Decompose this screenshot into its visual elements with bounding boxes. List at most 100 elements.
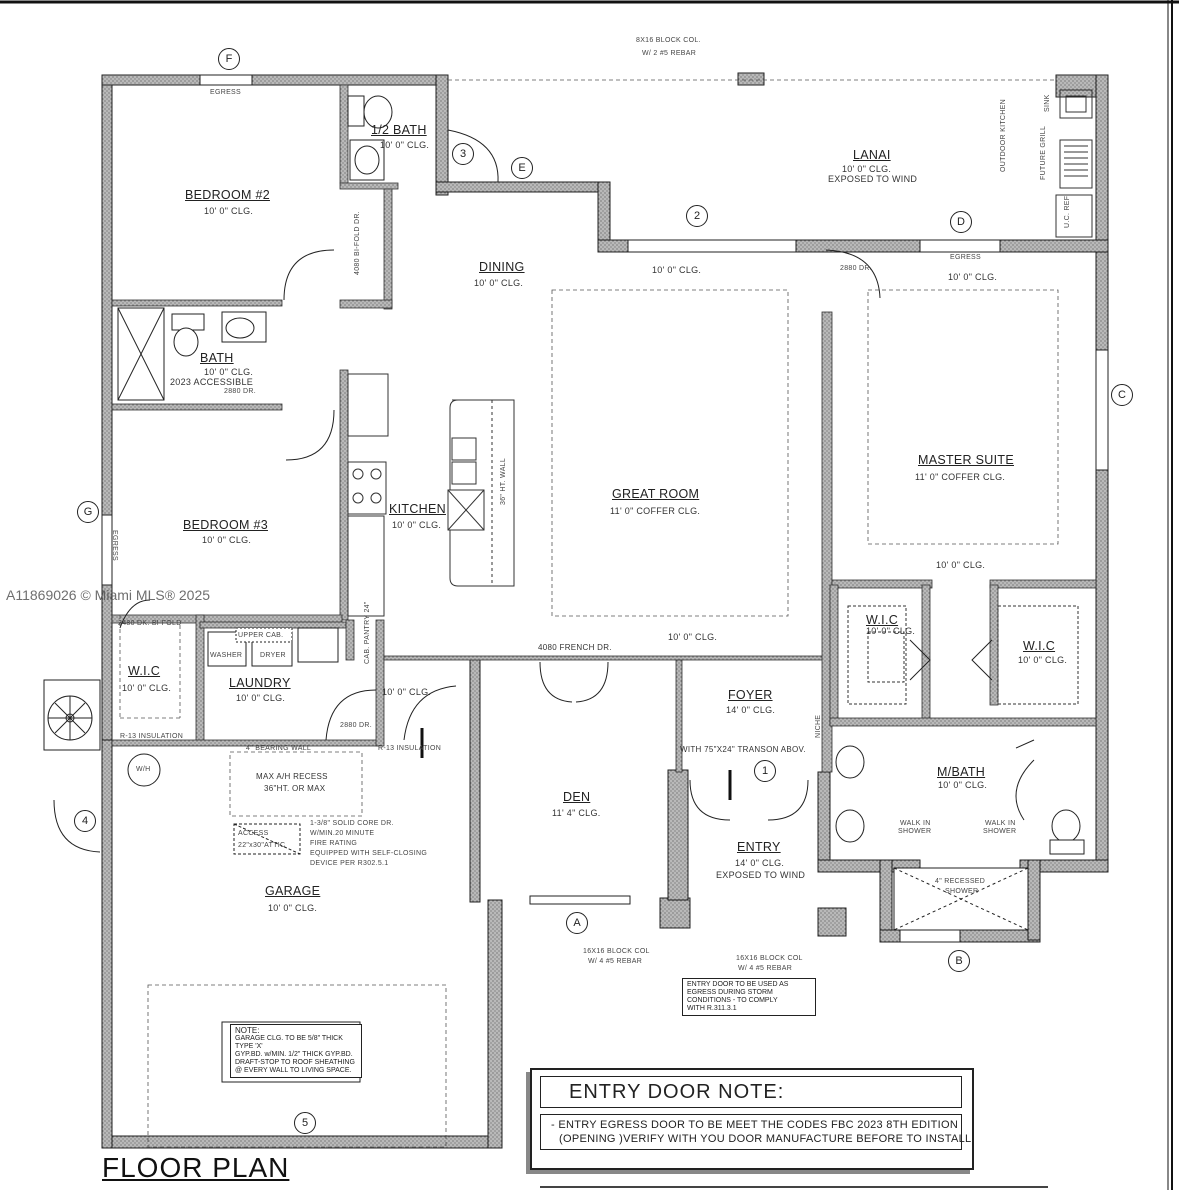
walk-in-shower-2b: SHOWER <box>983 828 1017 835</box>
interior-walls <box>111 84 1097 773</box>
max-ah-label: MAX A/H RECESS <box>256 772 328 781</box>
grid-bubble-g: G <box>77 501 99 523</box>
egress-label-bedroom3: EGRESS <box>111 530 118 561</box>
wall-height-label: 36" HT. WALL <box>500 457 507 505</box>
entry-door-storm-note-line1: ENTRY DOOR TO BE USED AS <box>687 981 789 988</box>
block-col-top-rebar: W/ 2 #5 REBAR <box>642 50 697 57</box>
door-2880-master: 2880 DR. <box>840 265 872 272</box>
title-rule <box>540 1186 1048 1188</box>
washer-label: WASHER <box>210 652 243 659</box>
uc-ref-label: U.C. REF <box>1064 195 1071 228</box>
entry-door-note-panel: ENTRY DOOR NOTE: - ENTRY EGRESS DOOR TO … <box>530 1068 974 1170</box>
block-col-b: 16X16 BLOCK COL <box>736 955 803 962</box>
entry-door-note-line2: (OPENING )VERIFY WITH YOU DOOR MANUFACTU… <box>559 1133 972 1145</box>
dryer-label: DRYER <box>260 652 286 659</box>
room-name-lanai: LANAI <box>853 148 891 162</box>
garage-ceiling-note: NOTE: GARAGE CLG. TO BE 5/8" THICK TYPE … <box>230 1024 362 1078</box>
room-note-entry: EXPOSED TO WIND <box>716 870 806 880</box>
room-name-master-suite: MASTER SUITE <box>918 453 1014 467</box>
room-clg-master-top: 10' 0" CLG. <box>948 272 998 282</box>
door-number-3: 3 <box>452 143 474 165</box>
walk-in-shower-1: WALK IN <box>900 820 931 827</box>
door-number-5: 5 <box>294 1112 316 1134</box>
walk-in-shower-1b: SHOWER <box>898 828 932 835</box>
door-2880-bath: 2880 DR. <box>224 388 256 395</box>
room-clg-dining-2: 10' 0" CLG. <box>652 265 702 275</box>
drawing-title: FLOOR PLAN <box>102 1152 290 1183</box>
room-clg-wic-left: 10' 0" CLG. <box>122 683 172 693</box>
entry-door-storm-note-line4: WITH R.311.3.1 <box>687 1005 737 1012</box>
room-clg-wic-master2: 10' 0" CLG. <box>1018 655 1068 665</box>
water-heater-label: W/H <box>136 766 151 773</box>
room-name-mbath: M/BATH <box>937 765 986 779</box>
entry-door-note-line1: - ENTRY EGRESS DOOR TO BE MEET THE CODES… <box>551 1119 959 1131</box>
fire-door-note-4: EQUIPPED WITH SELF-CLOSING <box>310 850 428 857</box>
fire-door-note-2: W/MIN.20 MINUTE <box>310 830 375 837</box>
block-col-top: 8X16 BLOCK COL. <box>636 37 701 44</box>
attic-access-size: 22"x30"ATTIC <box>238 842 286 849</box>
room-name-bedroom2: BEDROOM #2 <box>185 188 270 202</box>
door-number-2: 2 <box>686 205 708 227</box>
fire-door-note-3: FIRE RATING <box>310 840 358 847</box>
garage-note-line4: @ EVERY WALL TO LIVING SPACE. <box>235 1067 352 1074</box>
door-2480-wic: 2480 DK. BI-FOLD <box>118 620 182 627</box>
room-name-wic-left: W.I.C <box>128 664 161 678</box>
room-name-den: DEN <box>563 790 591 804</box>
upper-cab-label: UPPER CAB. <box>238 632 284 639</box>
fire-door-note-5: DEVICE PER R302.5.1 <box>310 860 389 867</box>
grid-bubble-c: C <box>1111 384 1133 406</box>
room-note-bath: 2023 ACCESSIBLE <box>170 377 254 387</box>
room-clg-master-suite: 11' 0" COFFER CLG. <box>915 472 1006 482</box>
r13-label-2: R-13 INSULATION <box>378 745 442 752</box>
attic-access-label: ACCESS <box>238 830 269 837</box>
grid-bubble-d: D <box>950 211 972 233</box>
room-name-bedroom3: BEDROOM #3 <box>183 518 268 532</box>
room-clg-bedroom3: 10' 0" CLG. <box>202 535 252 545</box>
room-clg-laundry: 10' 0" CLG. <box>236 693 286 703</box>
room-name-bath: BATH <box>200 351 234 365</box>
bearing-wall-label: 4" BEARING WALL <box>246 745 312 752</box>
entry-door-storm-note: ENTRY DOOR TO BE USED AS EGRESS DURING S… <box>682 978 816 1016</box>
grid-bubble-a: A <box>566 912 588 934</box>
room-clg-bedroom2: 10' 0" CLG. <box>204 206 254 216</box>
sink-label: SINK <box>1044 94 1051 112</box>
room-clg-bath: 10' 0" CLG. <box>204 367 254 377</box>
entry-door-storm-note-line2: EGRESS DURING STORM <box>687 989 773 996</box>
exterior-walls <box>101 72 1109 1149</box>
block-col-b-rebar: W/ 4 #5 REBAR <box>738 965 793 972</box>
door-number-4: 4 <box>74 810 96 832</box>
grid-bubble-e: E <box>511 157 533 179</box>
garage-note-line2: GYP.BD. w/MIN. 1/2" THICK GYP.BD. <box>235 1051 353 1058</box>
cab-pantry-label: CAB. PANTRY 24" <box>364 601 371 664</box>
door-2880-laundry: 2880 DR. <box>340 722 372 729</box>
recessed-shower-2: SHOWER <box>945 888 979 895</box>
room-clg-garage: 10' 0" CLG. <box>268 903 318 913</box>
great-room-clg-lower: 10' 0" CLG. <box>668 632 718 642</box>
room-name-wic-master1: W.I.C <box>866 613 899 627</box>
room-clg-kitchen: 10' 0" CLG. <box>392 520 442 530</box>
room-clg-entry: 14' 0" CLG. <box>735 858 785 868</box>
max-ah-label-2: 36"HT. OR MAX <box>264 784 326 793</box>
entry-door-storm-note-line3: CONDITIONS - TO COMPLY <box>687 997 778 1004</box>
room-clg-dining: 10' 0" CLG. <box>474 278 524 288</box>
room-name-dining: DINING <box>479 260 525 274</box>
watermark: A11869026 © Miami MLS® 2025 <box>6 587 211 603</box>
room-note-lanai: EXPOSED TO WIND <box>828 174 918 184</box>
block-col-a: 16X16 BLOCK COL <box>583 948 650 955</box>
room-name-garage: GARAGE <box>265 884 321 898</box>
entry-door-note-heading: ENTRY DOOR NOTE: <box>569 1081 785 1103</box>
room-name-wic-master2: W.I.C <box>1023 639 1056 653</box>
room-name-foyer: FOYER <box>728 688 773 702</box>
room-name-great-room: GREAT ROOM <box>612 487 700 501</box>
room-name-entry: ENTRY <box>737 840 781 854</box>
outdoor-kitchen-label: OUTDOOR KITCHEN <box>1000 99 1007 172</box>
block-col-a-rebar: W/ 4 #5 REBAR <box>588 958 643 965</box>
door-4080-bifold: 4080 BI-FOLD DR. <box>354 211 361 275</box>
room-clg-mbath: 10' 0" CLG. <box>938 780 988 790</box>
room-name-half-bath: 1/2 BATH <box>371 123 427 137</box>
recessed-shower: 4" RECESSED <box>935 878 986 885</box>
room-clg-foyer: 14' 0" CLG. <box>726 705 776 715</box>
grid-bubble-f: F <box>218 48 240 70</box>
transom-label: WITH 75"X24" TRANSON ABOV. <box>680 745 806 754</box>
door-number-1: 1 <box>754 760 776 782</box>
